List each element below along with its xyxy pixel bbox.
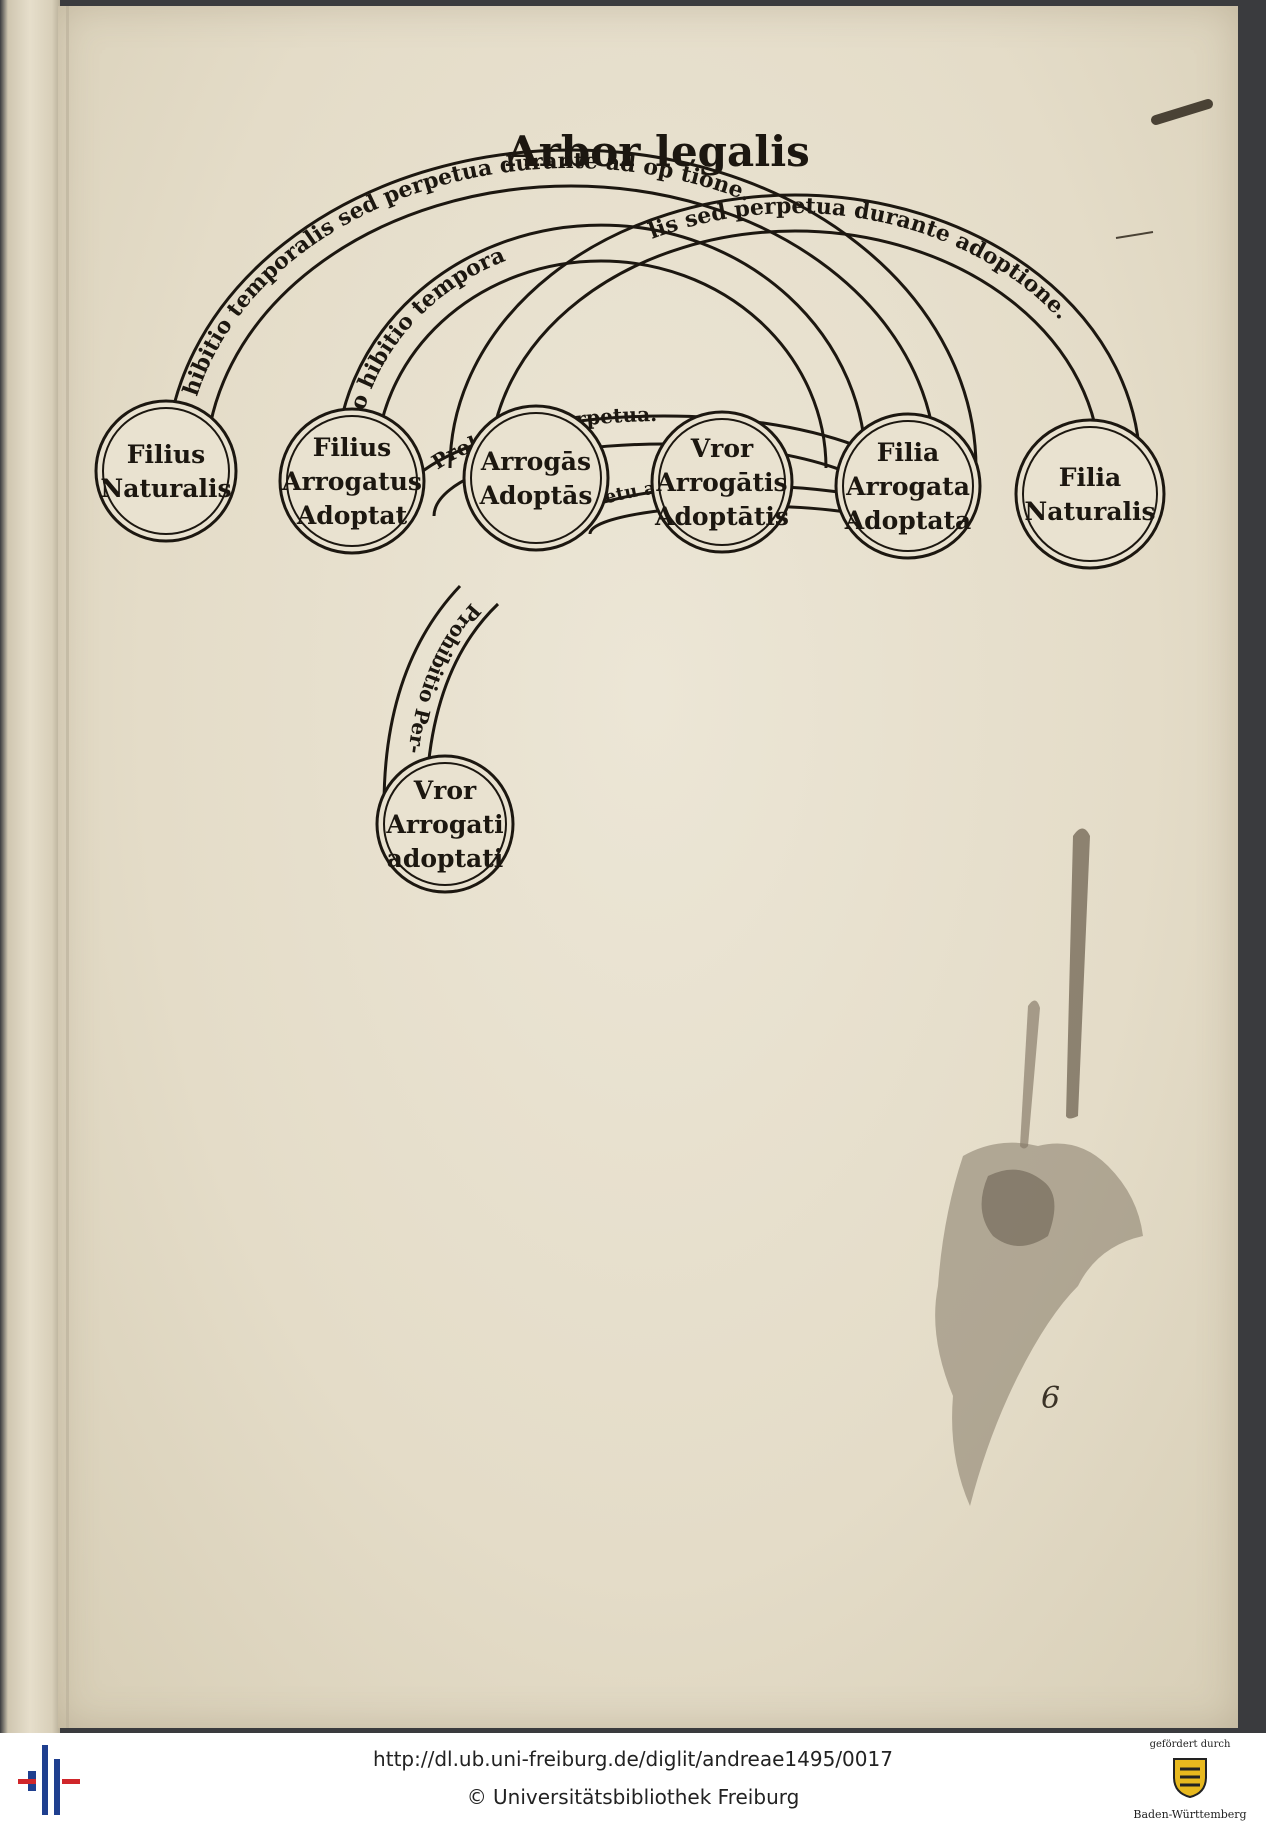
edge-mark [1151, 99, 1213, 125]
node-label-line: Filius [127, 440, 206, 469]
outer-left-arc-outer-edge [164, 148, 978, 469]
down-arc-left-edge [382, 584, 462, 807]
node-circle-n5 [834, 412, 982, 560]
middle-arc-inner-edge [374, 259, 828, 469]
node-label-line: Adoptātis [654, 502, 789, 531]
node-inner-ring-n5 [842, 420, 974, 552]
arbor-legalis-diagram: Arbor legalis Pro hibitio temporalis sed… [94, 99, 1213, 1416]
node-circle-n7 [375, 754, 515, 894]
pen-mark [1115, 231, 1154, 239]
footer-url-link[interactable]: http://dl.ub.uni-freiburg.de/diglit/andr… [373, 1747, 893, 1771]
scan-background: Arbor legalis Pro hibitio temporalis sed… [0, 0, 1266, 1733]
node-label-line: Filia [1059, 463, 1121, 492]
funder-name: Baden-Württemberg [1133, 1808, 1247, 1821]
node-label-line: Adoptata [844, 506, 972, 535]
node-label-line: Arrogata [845, 472, 970, 501]
outer-right-arc-outer-edge [448, 193, 1142, 469]
node-inner-ring-n3 [470, 412, 602, 544]
outer-right-arc-text: lis sed perpetua durante adoptione. [645, 193, 1075, 325]
book-page: Arbor legalis Pro hibitio temporalis sed… [58, 6, 1238, 1728]
outer-right-arc-inner-edge [488, 229, 1102, 469]
library-logo-icon [18, 1745, 80, 1815]
node-inner-ring-n4 [658, 418, 786, 546]
node-label-line: Arrogās [480, 447, 591, 476]
node-inner-ring-n2 [286, 415, 418, 547]
node-label-line: Adoptās [479, 481, 593, 510]
state-coat-of-arms-icon [1173, 1758, 1207, 1799]
funder-block: gefördert durch Baden-Württemberg [1120, 1737, 1260, 1823]
ink-stain [935, 828, 1143, 1506]
node-label-line: adoptati [387, 844, 504, 873]
node-label-line: Arrogātis [655, 468, 787, 497]
node-label-line: Arrogati [385, 810, 503, 839]
node-label-line: Naturalis [1024, 497, 1155, 526]
node-label-line: Adoptat [296, 501, 408, 530]
outer-left-arc-inner-edge [204, 184, 938, 469]
footer-copyright: © Universitätsbibliothek Freiburg [466, 1785, 800, 1809]
node-inner-ring-n6 [1022, 426, 1158, 562]
down-arc-text: Prohibitio Per- [403, 599, 486, 755]
footer: http://dl.ub.uni-freiburg.de/diglit/andr… [0, 1733, 1266, 1825]
node-inner-ring-n7 [383, 762, 507, 886]
middle-arc-outer-edge [334, 223, 868, 469]
gutter-line [66, 6, 69, 1728]
node-label-line: Filia [877, 438, 939, 467]
node-label-line: Vror [690, 434, 754, 463]
node-label-line: Vror [413, 776, 477, 805]
page-number: 6 [1041, 1381, 1060, 1416]
node-circle-n3 [462, 404, 610, 552]
node-label-line: Naturalis [100, 474, 231, 503]
funder-caption: gefördert durch [1149, 1739, 1231, 1750]
node-label-line: Arrogatus [281, 467, 422, 496]
node-inner-ring-n1 [102, 407, 230, 535]
node-label-line: Filius [313, 433, 392, 462]
node-circle-n6 [1014, 418, 1166, 570]
node-circle-n1 [94, 399, 238, 543]
node-circle-n4 [650, 410, 794, 554]
node-circle-n2 [278, 407, 426, 555]
left-page-edge [0, 0, 60, 1733]
